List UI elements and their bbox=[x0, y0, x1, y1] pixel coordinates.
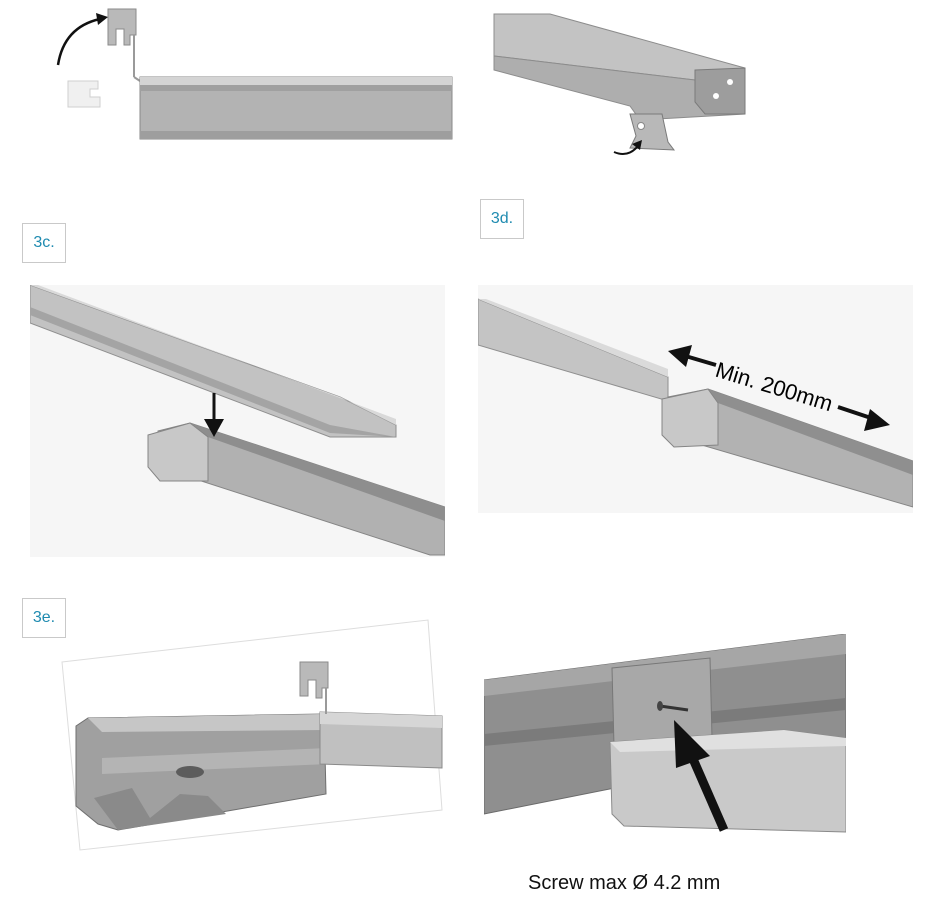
curved-arrow bbox=[613, 145, 639, 155]
dimension-arrow-left-head bbox=[668, 345, 692, 367]
figure-profile-clip bbox=[490, 10, 750, 160]
step-label-3c: 3c. bbox=[22, 223, 66, 263]
lower-profile-end-cap bbox=[147, 422, 209, 482]
figure-3d-overlap: Min. 200mm bbox=[478, 285, 913, 513]
hook-shape bbox=[107, 8, 137, 46]
figure-screw-detail bbox=[484, 634, 846, 834]
lower-profile-end-cap bbox=[661, 388, 719, 448]
hook-shape bbox=[299, 661, 329, 699]
profile-end-cap bbox=[694, 67, 746, 115]
pointer-arrow-head bbox=[674, 720, 710, 768]
screw-caption: Screw max Ø 4.2 mm bbox=[528, 872, 721, 894]
figure-hook-rail-end bbox=[50, 5, 455, 145]
step-label-3e: 3e. bbox=[22, 598, 66, 638]
connector-plate bbox=[611, 657, 713, 747]
screw-detail-illustration bbox=[484, 634, 846, 833]
dimension-arrow-right-head bbox=[864, 409, 890, 431]
figure-3e-profile-end bbox=[58, 618, 444, 854]
insert-profile-illustration bbox=[30, 285, 445, 556]
figure-3c-insert-profile bbox=[30, 285, 445, 557]
curved-arrow bbox=[56, 17, 101, 66]
profile-clip-illustration bbox=[493, 13, 746, 155]
screw-icon bbox=[657, 701, 689, 712]
step-label-3d: 3d. bbox=[480, 199, 524, 239]
pointer-arrow-shaft bbox=[685, 750, 729, 832]
profile-end-illustration bbox=[61, 619, 443, 851]
hook-rail-illustration bbox=[56, 8, 453, 140]
overlap-illustration bbox=[478, 298, 913, 508]
down-arrow-head bbox=[204, 419, 224, 437]
upper-rail bbox=[478, 298, 669, 402]
ghost-hook-shape bbox=[67, 80, 101, 108]
